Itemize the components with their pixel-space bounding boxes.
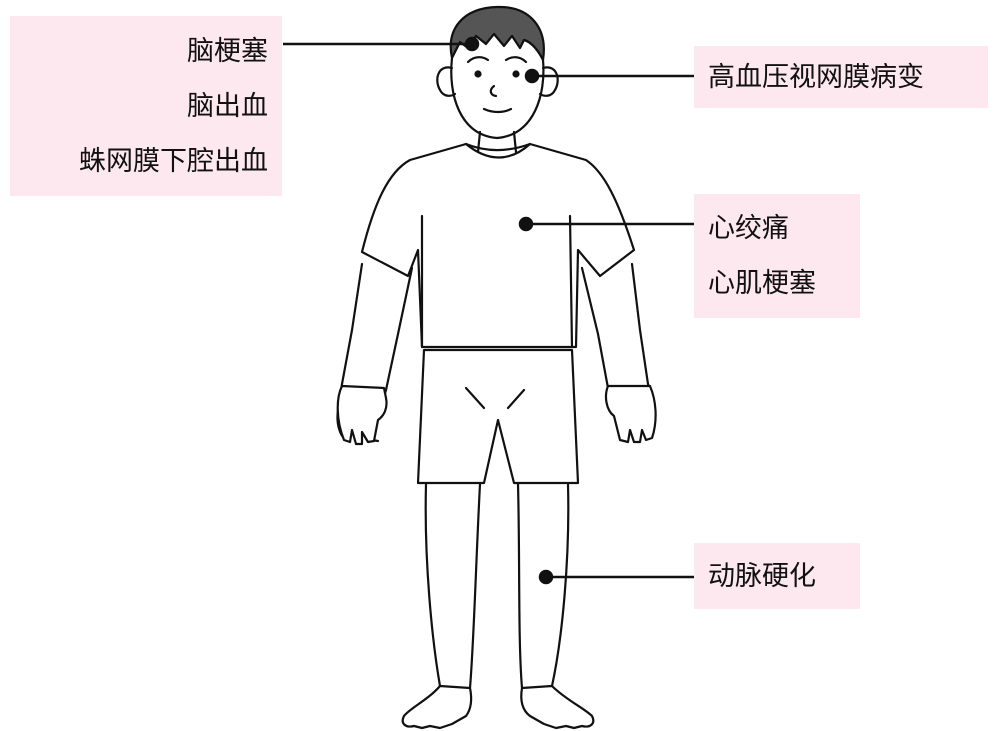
mouth <box>482 107 513 114</box>
label-hypertensive-retinopathy: 高血压视网膜病变 <box>708 61 924 93</box>
heart-disease-label-box: 心绞痛 心肌梗塞 <box>694 194 860 318</box>
label-cerebral-hemorrhage: 脑出血 <box>187 90 268 122</box>
shirt <box>360 142 636 349</box>
shirt-collar <box>464 142 532 152</box>
eye-dot <box>524 68 540 84</box>
left-foot <box>401 684 473 730</box>
left-eye <box>474 70 482 78</box>
right-eyebrow <box>504 56 528 64</box>
left-eyebrow <box>466 56 490 64</box>
heart-dot <box>518 216 534 232</box>
shorts-fold-left <box>464 386 486 410</box>
sleeve-seam-right <box>568 214 574 349</box>
label-arteriosclerosis: 动脉硬化 <box>708 560 816 592</box>
artery-disease-label-box: 动脉硬化 <box>694 543 860 609</box>
right-leg <box>516 482 570 690</box>
nose <box>489 84 498 98</box>
shorts-fold-right <box>506 388 526 410</box>
right-foot <box>520 684 595 730</box>
artery-dot <box>538 569 554 585</box>
face <box>450 32 545 140</box>
brain-dot <box>464 36 480 52</box>
eye-disease-label-box: 高血压视网膜病变 <box>694 46 988 108</box>
right-hand <box>604 384 657 444</box>
head-drawing <box>436 5 559 140</box>
right-eye <box>512 70 520 78</box>
brain-disease-label-box: 脑梗塞 脑出血 蛛网膜下腔出血 <box>10 16 282 196</box>
left-ear <box>436 66 457 97</box>
label-cerebral-infarction: 脑梗塞 <box>187 35 268 67</box>
left-hand <box>336 384 388 446</box>
label-angina: 心绞痛 <box>708 213 789 244</box>
shorts <box>416 348 580 485</box>
connectors <box>283 36 694 585</box>
label-subarachnoid-hemorrhage: 蛛网膜下腔出血 <box>79 145 268 177</box>
right-ear <box>538 66 559 97</box>
left-leg <box>424 482 482 690</box>
label-myocardial-infarction: 心肌梗塞 <box>708 268 816 299</box>
right-arm <box>580 262 654 398</box>
